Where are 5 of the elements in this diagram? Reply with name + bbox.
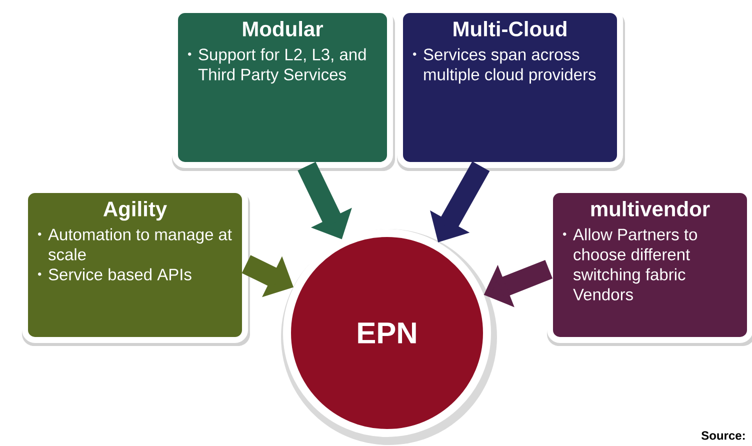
feature-box: Modular Support for L2, L3, and Third Party Services — [172, 7, 395, 171]
source-note: Source: — [701, 431, 745, 440]
feature-box: multivendor Allow Partners to choose different switching fabric Vendors — [547, 186, 752, 346]
feature-box: Agility Automation to manage at scale Service based APIs — [22, 186, 250, 346]
feature-box: Multi-Cloud Services span across multiple cloud providers — [397, 7, 625, 171]
